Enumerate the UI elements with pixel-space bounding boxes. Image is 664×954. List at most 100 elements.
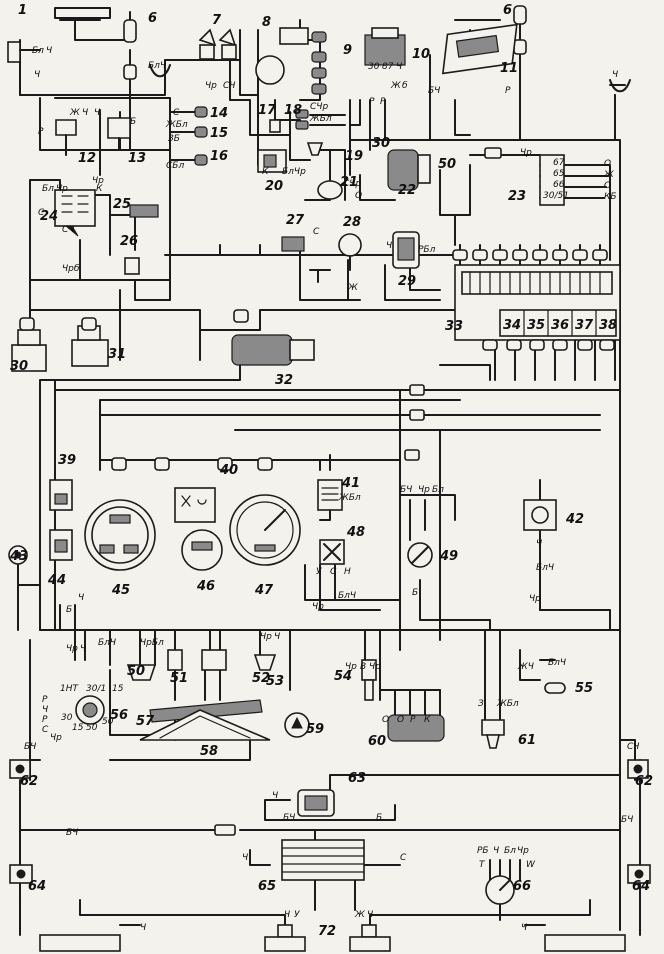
wire-label: ЖБл — [338, 493, 361, 503]
component-label-c10: 10 — [412, 47, 430, 62]
wire-label: З — [478, 699, 484, 709]
wire-label: Ч — [272, 791, 278, 801]
component-label-c52: 52 — [252, 671, 270, 686]
wire-label: Ж — [347, 283, 358, 293]
wire-label: О — [355, 191, 362, 201]
component-label-c29: 29 — [398, 274, 416, 289]
component-label-c14: 14 — [210, 106, 228, 121]
component-30-horn — [11, 329, 47, 372]
wire-label: БЧ — [621, 815, 633, 825]
wire-label: б — [402, 81, 408, 91]
wire-label: Ж — [603, 170, 614, 180]
component-25 — [129, 204, 159, 218]
wire-label: У — [316, 567, 322, 577]
component-label-c62b: 62 — [635, 774, 653, 789]
wire-label: Ч — [274, 632, 280, 642]
wire-label: ЖБл — [496, 699, 519, 709]
wire-label: Н — [344, 567, 351, 577]
component-label-c50b: 50 — [127, 664, 145, 679]
component-33-fuse-block — [454, 264, 621, 341]
inline-connectors — [19, 147, 615, 836]
wire-label: Ч — [34, 70, 40, 80]
component-label-c42: 42 — [565, 512, 584, 527]
wire-label: Ж — [69, 108, 80, 118]
component-label-c30a: 30 — [372, 136, 390, 151]
component-label-c59: 59 — [306, 722, 324, 737]
component-label-c45: 45 — [111, 583, 130, 598]
component-label-c62a: 62 — [20, 774, 38, 789]
component-label-c72: 72 — [318, 924, 336, 939]
component-label-c64a: 64 — [28, 879, 46, 894]
component-43-lamp — [8, 545, 28, 565]
component-label-c23: 23 — [508, 189, 526, 204]
fuse-number-34: 34 — [503, 318, 521, 333]
component-label-c11: 11 — [500, 61, 518, 76]
component-label-c40: 40 — [219, 463, 238, 478]
component-6-fuse-right — [513, 5, 527, 55]
fuse-number-35: 35 — [527, 318, 545, 333]
wire-label: Р — [42, 695, 48, 705]
component-63-pump — [297, 789, 335, 817]
wire-label: БлЧ — [338, 591, 356, 601]
wire-label: О — [604, 159, 611, 169]
wire-label: Ч — [82, 108, 88, 118]
component-label-c13: 13 — [128, 151, 146, 166]
component-label-c22: 22 — [398, 183, 416, 198]
wire-label: КБ — [604, 192, 617, 202]
component-19 — [306, 142, 324, 156]
wire-label: Ч — [94, 108, 100, 118]
wire-label: Чрб — [62, 264, 80, 274]
component-64-lamp-right — [627, 864, 651, 884]
component-label-c31: 31 — [108, 347, 126, 362]
wire-label: Бл — [432, 485, 444, 495]
component-40-indicators — [174, 487, 216, 523]
component-28-lamp — [338, 233, 362, 271]
wire-label: У — [294, 910, 300, 920]
wire-label: 30 — [61, 713, 73, 723]
wire-label: СЧр — [310, 102, 328, 112]
component-8-distributor — [255, 55, 285, 85]
component-24-switch-block — [54, 189, 96, 237]
component-31-horn — [71, 325, 109, 367]
wire-label: Чр — [260, 632, 272, 642]
wire-label: С — [330, 567, 337, 577]
component-label-c19: 19 — [345, 149, 363, 164]
wire-label: О — [382, 715, 389, 725]
component-9-connectors — [311, 31, 327, 95]
wire-label: ЗБ — [168, 134, 180, 144]
wire-label: Р — [410, 715, 416, 725]
component-18-connectors — [295, 109, 309, 130]
component-label-c48: 48 — [346, 525, 365, 540]
component-label-c50a: 50 — [438, 157, 456, 172]
wire-label: БлЧ — [98, 638, 116, 648]
wire-label: Р — [380, 97, 386, 107]
wire-label: БЧ — [66, 828, 78, 838]
component-22-coil — [387, 149, 431, 191]
component-46-gauge — [181, 529, 223, 571]
component-32-motor — [231, 334, 315, 366]
wire-label: Т — [479, 860, 486, 870]
component-55-lamp — [544, 682, 566, 694]
component-symbols — [7, 5, 651, 952]
ground-symbols — [119, 64, 631, 926]
component-label-c51: 51 — [170, 671, 188, 686]
component-label-c27: 27 — [286, 213, 305, 228]
component-label-c47: 47 — [254, 583, 274, 598]
fuse-number-38: 38 — [599, 318, 617, 333]
wire-label: Ч — [160, 61, 166, 71]
component-39-indicator — [49, 479, 73, 511]
wire-label: Ж — [354, 910, 365, 920]
wire-label: БЧ — [283, 813, 295, 823]
component-6-fuse-left — [123, 19, 137, 80]
component-label-c57: 57 — [136, 714, 155, 729]
wire-label: БлЧ — [536, 563, 554, 573]
component-label-c60: 60 — [368, 734, 386, 749]
component-label-c26: 26 — [120, 234, 138, 249]
wire-label: Ч — [140, 923, 146, 933]
wire-label: СЧ — [62, 225, 74, 235]
wire-label: 50 — [86, 723, 98, 733]
wire-label: С — [313, 227, 320, 237]
component-61-sensor — [481, 719, 505, 749]
